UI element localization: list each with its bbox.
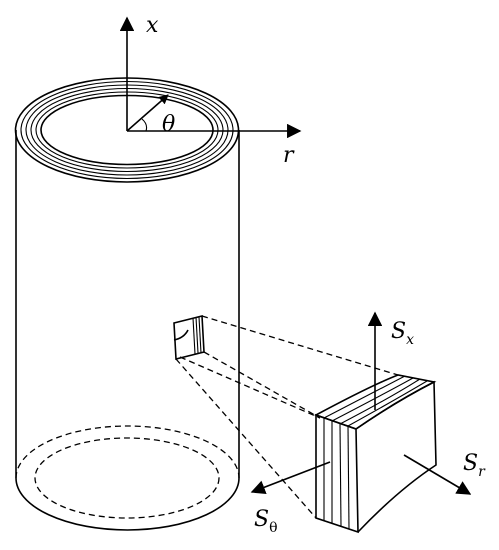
wall-element-curve [173, 329, 189, 341]
stress-theta-label: Sθ [254, 507, 278, 536]
cylinder-bottom-inner-ellipse [34, 437, 220, 519]
projection-lines [175, 315, 399, 519]
wall-element-layer-2 [195, 316, 199, 354]
stress-r-label: Sr [463, 451, 486, 480]
stress-arrows: Sx Sr Sθ [250, 311, 486, 536]
element-top-layer-1 [323, 375, 406, 419]
element-top-layer-3 [339, 378, 421, 425]
projection-line-upper [203, 351, 321, 419]
cylinder [15, 130, 240, 531]
coordinate-axes: x r θ [119, 13, 302, 168]
element-left-layer-4 [347, 425, 350, 530]
wall-element [173, 314, 205, 361]
stress-x-label: Sx [391, 319, 414, 348]
x-axis-label: x [146, 13, 159, 38]
wall-element-layer-3 [198, 316, 202, 354]
projection-line-bottom [175, 358, 317, 519]
element-right-face [355, 380, 437, 533]
stress-r-arrow [403, 454, 472, 495]
theta-label: θ [162, 112, 175, 137]
enlarged-element [314, 374, 437, 534]
element-left-face [315, 413, 359, 534]
element-top-layer-2 [331, 377, 414, 422]
cylinder-bottom-back-arc [15, 425, 240, 479]
radius-arrow [126, 94, 169, 132]
element-left-layer-3 [339, 423, 342, 527]
wall-element-layer-1 [192, 317, 196, 355]
theta-arc [141, 118, 148, 132]
stress-theta-arrow [250, 461, 331, 495]
projection-line-lower [179, 356, 321, 419]
r-axis-label: r [283, 143, 295, 168]
cylinder-bottom-front-arc [15, 477, 240, 531]
element-top-layer-4 [347, 380, 428, 427]
projection-line-top [201, 315, 399, 376]
